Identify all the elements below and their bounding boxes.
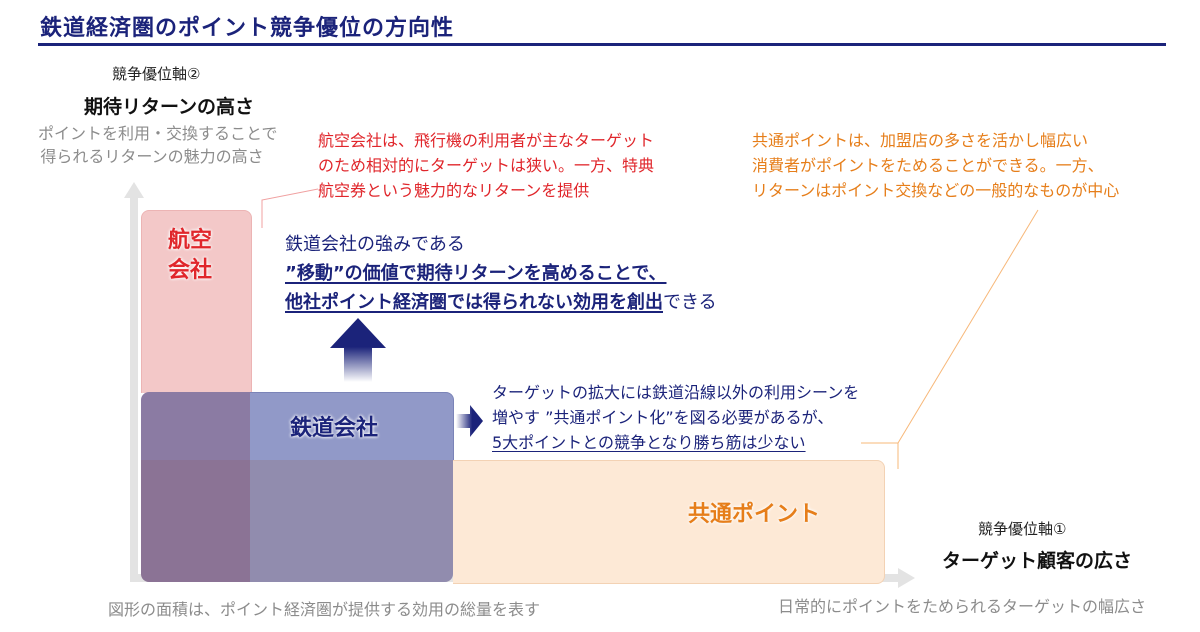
x-axis-label: ターゲット顧客の広さ bbox=[942, 550, 1133, 572]
airline-label-line: 航空 bbox=[168, 228, 213, 253]
railway-common-overlap bbox=[250, 460, 453, 582]
airline-label: 航空 会社 bbox=[168, 226, 212, 286]
airline-label-line: 会社 bbox=[168, 258, 213, 283]
x-axis-name: 競争優位軸① bbox=[978, 520, 1067, 538]
common-point-label: 共通ポイント bbox=[688, 502, 821, 527]
title-divider bbox=[38, 43, 1166, 46]
common-callout: 共通ポイントは、加盟店の多さを活かし幅広い 消費者がポイントをためることができる… bbox=[752, 128, 1119, 203]
railway-box bbox=[250, 392, 454, 461]
y-axis-description-line: 得られるリターンの魅力の高さ bbox=[40, 147, 264, 166]
all-overlap bbox=[141, 460, 250, 582]
callout-line: 他社ポイント経済圏では得られない効用を創出できる bbox=[285, 288, 717, 317]
callout-line: 航空券という魅力的なリターンを提供 bbox=[318, 181, 590, 200]
right-arrow-icon bbox=[456, 405, 483, 437]
common-point-box bbox=[453, 460, 885, 584]
callout-line: リターンはポイント交換などの一般的なものが中心 bbox=[752, 181, 1120, 200]
y-axis-name: 競争優位軸② bbox=[112, 65, 201, 83]
footnote: 図形の面積は、ポイント経済圏が提供する効用の総量を表す bbox=[108, 600, 541, 619]
railway-strength-callout: 鉄道会社の強みである ”移動”の価値で期待リターンを高めることで、 他社ポイント… bbox=[285, 230, 717, 317]
airline-callout-line bbox=[261, 188, 319, 228]
y-axis-description-line: ポイントを利用・交換することで bbox=[38, 124, 278, 143]
airline-box bbox=[141, 210, 252, 393]
x-axis-description: 日常的にポイントをためられるターゲットの幅広さ bbox=[778, 597, 1147, 616]
y-axis-description: ポイントを利用・交換することで 得られるリターンの魅力の高さ bbox=[38, 122, 278, 168]
callout-line-emphasis: 5大ポイントとの競争となり勝ち筋は少ない bbox=[492, 433, 806, 452]
callout-line: 航空会社は、飛行機の利用者が主なターゲット bbox=[318, 131, 655, 150]
y-axis-arrow bbox=[124, 182, 144, 582]
callout-line: ターゲットの拡大には鉄道沿線以外の利用シーンを bbox=[492, 383, 860, 402]
callout-line-emphasis: ”移動”の価値で期待リターンを高めることで、 bbox=[285, 263, 667, 284]
callout-line: のため相対的にターゲットは狭い。一方、特典 bbox=[318, 156, 655, 175]
callout-line: 鉄道会社の強みである bbox=[285, 234, 465, 255]
up-arrow-icon bbox=[330, 318, 386, 382]
y-axis-label: 期待リターンの高さ bbox=[84, 96, 255, 118]
callout-line: 増やす ”共通ポイント化”を図る必要があるが、 bbox=[492, 408, 834, 427]
callout-tail: できる bbox=[663, 292, 717, 313]
callout-line: 消費者がポイントをためることができる。一方、 bbox=[752, 156, 1104, 175]
airline-callout: 航空会社は、飛行機の利用者が主なターゲット のため相対的にターゲットは狭い。一方… bbox=[318, 128, 654, 203]
railway-expand-callout: ターゲットの拡大には鉄道沿線以外の利用シーンを 増やす ”共通ポイント化”を図る… bbox=[492, 380, 859, 455]
railway-airline-overlap bbox=[141, 392, 250, 460]
callout-line: 共通ポイントは、加盟店の多さを活かし幅広い bbox=[752, 131, 1089, 150]
page-title: 鉄道経済圏のポイント競争優位の方向性 bbox=[40, 16, 455, 41]
railway-label: 鉄道会社 bbox=[290, 416, 379, 441]
callout-emphasis: 他社ポイント経済圏では得られない効用を創出 bbox=[285, 292, 663, 313]
common-callout-line bbox=[861, 209, 1039, 444]
